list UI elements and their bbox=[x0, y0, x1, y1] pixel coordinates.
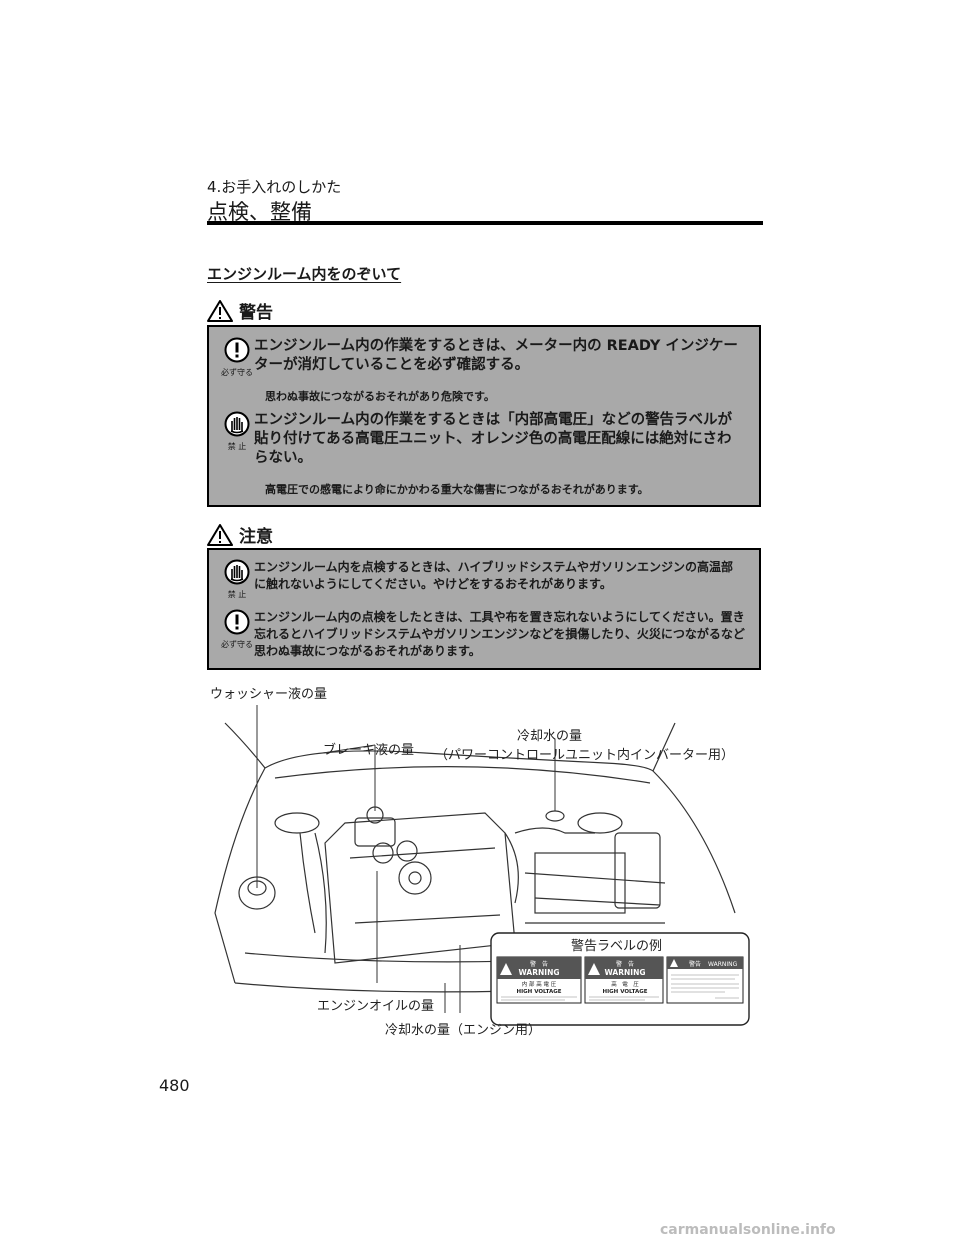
warning-text: エンジンルーム内の作業をするときは、メーター内の READY インジケーターが消… bbox=[254, 338, 738, 373]
prohibited-icon-wrap: 禁 止 bbox=[221, 559, 253, 599]
section-title: 点検、整備 bbox=[207, 200, 312, 224]
hv-label-warning: WARNING bbox=[708, 961, 738, 968]
hv-label-warning: WARNING bbox=[604, 968, 645, 977]
mandatory-exclamation-icon bbox=[224, 609, 250, 635]
hv-label-warning: WARNING bbox=[518, 968, 559, 977]
hv-label-kanji: 警告 bbox=[689, 960, 701, 968]
warning-note: 高電圧での感電により命にかかわる重大な傷害につながるおそれがあります。 bbox=[265, 483, 649, 496]
mandatory-icon-wrap: 必ず守る bbox=[221, 337, 253, 377]
icon-caption: 必ず守る bbox=[221, 640, 253, 649]
coolant-engine-label: 冷却水の量（エンジン用） bbox=[385, 1023, 542, 1038]
brake-fluid-label: ブレーキ液の量 bbox=[323, 743, 415, 758]
icon-caption: 禁 止 bbox=[227, 442, 247, 451]
warning-triangle-icon bbox=[207, 299, 233, 322]
mandatory-icon-wrap: 必ず守る bbox=[221, 609, 253, 649]
hv-label-kanji: 警 告 bbox=[530, 960, 548, 968]
washer-fluid-label: ウォッシャー液の量 bbox=[210, 687, 328, 702]
caution-item: 禁 止 エンジンルーム内を点検するときは、ハイブリッドシステムやガソリンエンジン… bbox=[221, 559, 745, 605]
caution-text: エンジンルーム内の点検をしたときは、工具や布を置き忘れないようにしてください。置… bbox=[254, 610, 745, 658]
hv-label-1: 警 告 WARNING 内 部 高 電 圧 HIGH VOLTAGE bbox=[496, 956, 582, 1004]
warning-note: 思わぬ事故につながるおそれがあり危険です。 bbox=[265, 390, 495, 403]
prohibited-hand-icon bbox=[224, 559, 250, 585]
warning-item: 禁 止 エンジンルーム内の作業をするときは「内部高電圧」などの警告ラベルが貼り付… bbox=[221, 411, 745, 507]
hv-label-sub: 高 電 圧 bbox=[611, 980, 639, 988]
warning-heading: 警告 bbox=[207, 298, 273, 323]
caution-triangle-icon bbox=[207, 523, 233, 546]
page-subtitle: エンジンルーム内をのぞいて bbox=[207, 265, 402, 283]
warning-text: エンジンルーム内の作業をするときは「内部高電圧」などの警告ラベルが貼り付けてある… bbox=[254, 412, 733, 466]
header-rule bbox=[207, 221, 763, 225]
engine-room-illustration: 警 告 WARNING 内 部 高 電 圧 HIGH VOLTAGE 警 告 W… bbox=[214, 705, 750, 1026]
icon-caption: 必ず守る bbox=[221, 368, 253, 377]
page-number: 480 bbox=[159, 1076, 190, 1095]
mandatory-exclamation-icon bbox=[224, 337, 250, 363]
warning-item: 必ず守る エンジンルーム内の作業をするときは、メーター内の READY インジケ… bbox=[221, 337, 745, 411]
caution-text: エンジンルーム内を点検するときは、ハイブリッドシステムやガソリンエンジンの高温部… bbox=[254, 560, 734, 591]
prohibited-icon-wrap: 禁 止 bbox=[221, 411, 253, 451]
section-label: 4.お手入れのしかた bbox=[207, 178, 342, 196]
caution-box: 禁 止 エンジンルーム内を点検するときは、ハイブリッドシステムやガソリンエンジン… bbox=[207, 548, 761, 670]
hv-label-sub: 内 部 高 電 圧 bbox=[522, 980, 557, 988]
hv-label-kanji: 警 告 bbox=[616, 960, 634, 968]
engine-oil-label: エンジンオイルの量 bbox=[317, 999, 435, 1014]
coolant-inverter-label: 冷却水の量 bbox=[517, 729, 583, 744]
engine-room-diagram: 警 告 WARNING 内 部 高 電 圧 HIGH VOLTAGE 警 告 W… bbox=[205, 683, 765, 1043]
coolant-inverter-sublabel: （パワーコントロールユニット内インバーター用） bbox=[435, 748, 735, 763]
caution-heading: 注意 bbox=[207, 522, 273, 547]
hv-label-3: 警告 WARNING bbox=[666, 956, 744, 1004]
hv-label-hv: HIGH VOLTAGE bbox=[517, 989, 562, 995]
prohibited-hand-icon bbox=[224, 411, 250, 437]
watermark: carmanualsonline.info bbox=[660, 1222, 836, 1238]
caution-item: 必ず守る エンジンルーム内の点検をしたときは、工具や布を置き忘れないようにしてく… bbox=[221, 609, 745, 667]
caution-heading-text: 注意 bbox=[239, 527, 273, 547]
hv-label-hv: HIGH VOLTAGE bbox=[603, 989, 648, 995]
warning-heading-text: 警告 bbox=[239, 303, 273, 323]
warning-box: 必ず守る エンジンルーム内の作業をするときは、メーター内の READY インジケ… bbox=[207, 325, 761, 507]
hv-label-2: 警 告 WARNING 高 電 圧 HIGH VOLTAGE bbox=[584, 956, 664, 1004]
warning-label-example-label: 警告ラベルの例 bbox=[571, 939, 663, 954]
icon-caption: 禁 止 bbox=[227, 590, 247, 599]
